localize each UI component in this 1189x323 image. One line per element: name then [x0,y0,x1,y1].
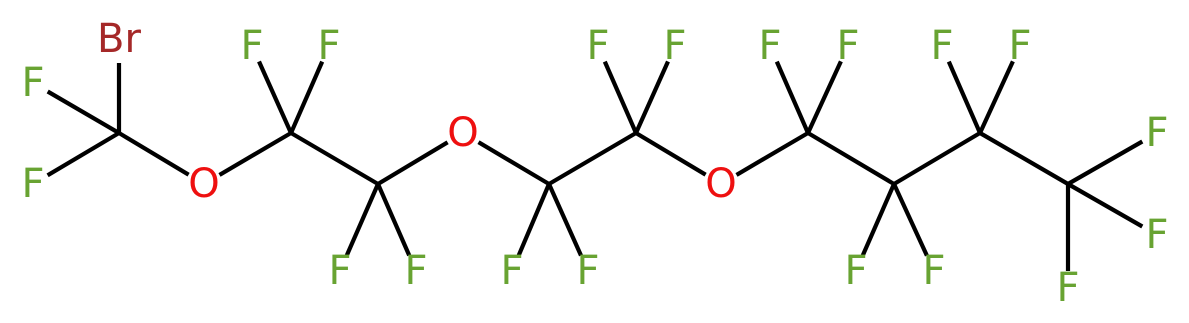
bond-c2-f4 [289,60,325,134]
bond-c8-f15 [946,60,982,134]
atom-label-f12: F [836,23,859,69]
atom-label-f17: F [1145,110,1168,156]
bond-c3-f5 [344,183,380,257]
bond-c8-c9 [978,131,1070,186]
atom-label-br1: Br [97,16,141,62]
bond-c4-f8 [547,183,583,257]
atom-label-f15: F [930,23,953,69]
atom-label-f13: F [844,248,867,294]
bond-c5-f10 [634,60,670,134]
atom-label-f5: F [328,248,351,294]
atom-label-f16: F [1008,23,1031,69]
bond-c2-f3 [257,60,293,134]
atom-label-f1: F [21,60,44,106]
bond-c5-f9 [602,60,638,134]
atom-label-f10: F [663,23,686,69]
atom-label-f11: F [758,23,781,69]
atom-label-o2: O [447,110,478,156]
bond-o3-c6 [735,131,810,177]
bond-c4-f7 [516,183,551,257]
bond-c5-o3 [634,131,707,177]
atom-label-f7: F [500,248,523,294]
atom-label-f8: F [576,248,599,294]
atom-label-o3: O [705,161,736,207]
bond-c9-f18 [1066,182,1144,229]
atom-label-f19: F [1056,265,1079,311]
atom-label-f14: F [922,248,945,294]
bond-o1-c2 [218,131,293,177]
bond-c6-f12 [806,60,843,134]
atom-label-f3: F [240,23,263,69]
bond-c1-f1 [46,89,121,135]
bond-c8-f16 [978,60,1015,134]
bond-c6-f11 [774,60,810,134]
bond-c7-f13 [860,183,896,257]
bond-c1-o1 [117,131,190,177]
bond-c6-c7 [806,131,896,186]
bonds [46,60,1144,271]
bond-c3-f6 [376,183,412,257]
atom-label-f2: F [21,161,44,207]
bond-o2-c4 [477,140,551,186]
atom-label-f9: F [586,23,609,69]
bond-c1-f2 [46,131,121,178]
bond-c3-o2 [376,140,449,186]
bond-c2-c3 [289,131,380,186]
bond-c9-f17 [1066,139,1144,186]
atom-label-f18: F [1145,212,1168,258]
atom-label-o1: O [188,161,219,207]
atom-label-f6: F [404,248,427,294]
atom-label-f4: F [317,23,340,69]
bond-c7-c8 [892,131,982,186]
bond-c7-f14 [892,183,929,257]
bond-c4-c5 [547,131,638,186]
